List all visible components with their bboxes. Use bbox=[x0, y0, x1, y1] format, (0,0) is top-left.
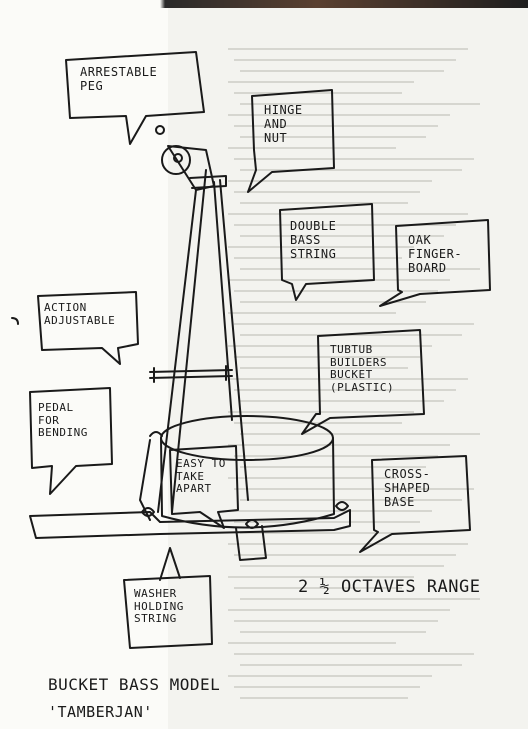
bucket-top bbox=[161, 416, 333, 460]
label-easy-to-take-apart: Easy to take apart bbox=[176, 458, 226, 496]
label-tubtub-bucket: Tubtub builders bucket (plastic) bbox=[330, 344, 394, 395]
label-washer-holding-string: Washer holding string bbox=[134, 588, 184, 626]
cross-base bbox=[30, 510, 350, 538]
label-adjustable-peg: Arrestable peg bbox=[80, 66, 157, 94]
label-pedal-for-bending: Pedal for bending bbox=[38, 402, 88, 440]
neck-head bbox=[168, 146, 214, 190]
label-oak-fingerboard: Oak finger- board bbox=[408, 234, 462, 275]
peg-knob bbox=[156, 126, 164, 134]
label-double-bass-string: Double bass string bbox=[290, 220, 336, 261]
range-text: 2 ½ octaves range bbox=[298, 578, 481, 598]
action-rod bbox=[150, 370, 232, 378]
title-line-2: 'Tamberjan' bbox=[48, 704, 153, 721]
label-cross-shaped-base: Cross- shaped base bbox=[384, 468, 430, 509]
label-hinge-and-nut: Hinge and nut bbox=[264, 104, 303, 145]
bass-string bbox=[220, 180, 248, 500]
label-action-adjustable: Action adjustable bbox=[44, 302, 115, 327]
title-line-1: Bucket bass model bbox=[48, 676, 220, 694]
